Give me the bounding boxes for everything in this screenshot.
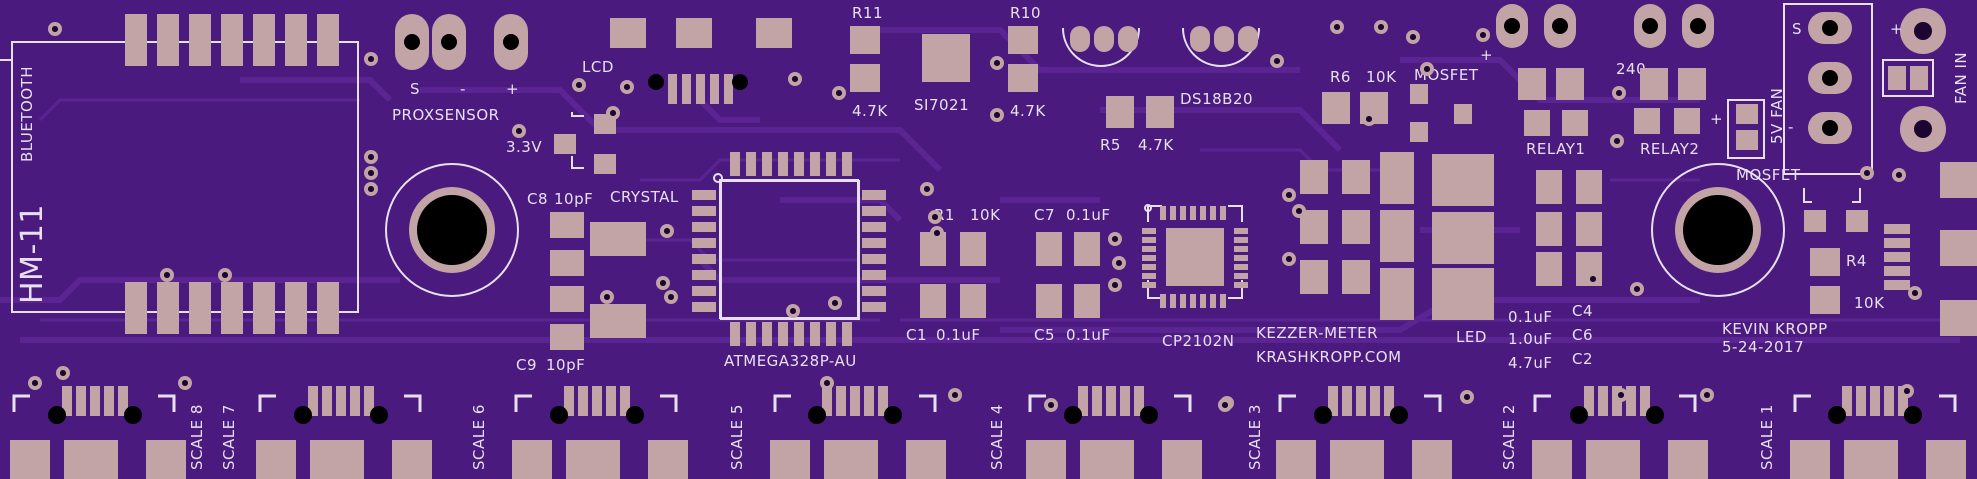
c9-value: 10pF (546, 356, 586, 374)
mosfet2-pad (1804, 210, 1826, 232)
fan-minus-label: - (1788, 118, 1794, 136)
regulator-pad (594, 154, 616, 174)
mosfet2-label: MOSFET (1736, 166, 1801, 184)
c9-label: C9 (516, 356, 538, 374)
scale7-label: SCALE 7 (220, 404, 238, 470)
r4-label: R4 (1846, 252, 1867, 270)
crystal-label: CRYSTAL (610, 188, 679, 206)
c1-value: 0.1uF (936, 326, 981, 344)
c5-pad (1074, 284, 1100, 318)
c8-value: 10pF (554, 190, 594, 208)
r6-label: R6 (1330, 68, 1351, 86)
c2-label: C2 (1572, 350, 1594, 368)
krash-label: KRASHKROPP.COM (1256, 348, 1402, 366)
c5-label: C5 (1034, 326, 1056, 344)
lcd-label: LCD (582, 58, 614, 76)
relay2-label: RELAY2 (1640, 140, 1700, 158)
scale2-label: SCALE 2 (1500, 404, 1518, 470)
scale1-label: SCALE 1 (1758, 404, 1776, 470)
prox-plus-label: + (506, 80, 520, 98)
c5-pad (1036, 284, 1062, 318)
scale3-label: SCALE 3 (1246, 404, 1264, 470)
cp2102n-label: CP2102N (1162, 332, 1235, 350)
si7021-label: SI7021 (914, 96, 970, 114)
scale5-label: SCALE 5 (728, 404, 746, 470)
date-label: 5-24-2017 (1722, 338, 1805, 356)
fan-in-label: FAN IN (1952, 51, 1970, 104)
cap3-value: 4.7uF (1508, 354, 1553, 372)
crystal-pad (590, 222, 646, 256)
r4-value: 10K (1854, 294, 1885, 312)
c1-label: C1 (906, 326, 928, 344)
r1-pad (960, 232, 986, 266)
c4-label: C4 (1572, 302, 1594, 320)
crystal-pad (590, 304, 646, 338)
scale6-label: SCALE 6 (470, 404, 488, 470)
cap1-value: 0.1uF (1508, 308, 1553, 326)
r6-value: 10K (1366, 68, 1397, 86)
relay1-label: RELAY1 (1526, 140, 1586, 158)
c1-pad (960, 284, 986, 318)
r11-value: 4.7K (852, 102, 888, 120)
c7-label: C7 (1034, 206, 1056, 224)
c7-pad (1036, 232, 1062, 266)
r5-pad (1106, 96, 1134, 128)
scale4-label: SCALE 4 (988, 404, 1006, 470)
r11-label: R11 (852, 4, 884, 22)
c1-pad (920, 284, 946, 318)
mosfet2-pad (1846, 210, 1868, 232)
r10-label: R10 (1010, 4, 1042, 22)
c8-pad (550, 212, 584, 238)
kezzer-label: KEZZER-METER (1256, 324, 1379, 342)
r10-value: 4.7K (1010, 102, 1046, 120)
c9-pad (550, 286, 584, 312)
mosfet-pad (1410, 122, 1428, 142)
c7-value: 0.1uF (1066, 206, 1111, 224)
mounting-hole-right (1683, 195, 1753, 265)
hm11-label: HM-11 (15, 204, 50, 304)
led-label: LED (1456, 328, 1487, 346)
prox-s-label: S (410, 80, 421, 98)
c8-pad (550, 250, 584, 276)
r4-pad (1810, 286, 1840, 314)
fan5v-label: 5V FAN (1768, 87, 1786, 144)
mounting-hole-left (417, 195, 487, 265)
r1-value: 10K (970, 206, 1001, 224)
relay2-plus: + (1710, 110, 1724, 128)
ds18b20-label: DS18B20 (1180, 90, 1254, 108)
scale8-label: SCALE 8 (188, 404, 206, 470)
c6-label: C6 (1572, 326, 1594, 344)
r5-value: 4.7K (1138, 136, 1174, 154)
c8-label: C8 (527, 190, 549, 208)
atmega-label: ATMEGA328P-AU (724, 352, 857, 370)
relay1-plus: + (1480, 46, 1494, 64)
proxsensor-label: PROXSENSOR (392, 106, 500, 124)
cap2-value: 1.0uF (1508, 330, 1553, 348)
fan-s-label: S (1792, 20, 1803, 38)
r5-label: R5 (1100, 136, 1121, 154)
c5-value: 0.1uF (1066, 326, 1111, 344)
kevin-label: KEVIN KROPP (1722, 320, 1828, 338)
regulator-pad (554, 134, 576, 154)
prox-minus-label: - (460, 80, 466, 98)
r10-pad (1008, 64, 1038, 92)
v33-label: 3.3V (506, 138, 543, 156)
si7021-chip (922, 34, 970, 82)
c7-pad (1074, 232, 1100, 266)
mosfet-pad (1410, 84, 1428, 104)
bluetooth-label: BLUETOOTH (18, 65, 36, 162)
r5-pad (1146, 96, 1174, 128)
v240-label: 240 (1616, 60, 1647, 78)
r6-pad (1322, 92, 1350, 124)
r4-pad (1810, 248, 1840, 276)
mosfet-pad (1454, 104, 1472, 124)
r11-pad (850, 26, 880, 54)
c9-pad (550, 324, 584, 350)
fan-plus-label: + (1890, 20, 1904, 38)
r10-pad (1008, 26, 1038, 54)
r11-pad (850, 64, 880, 92)
